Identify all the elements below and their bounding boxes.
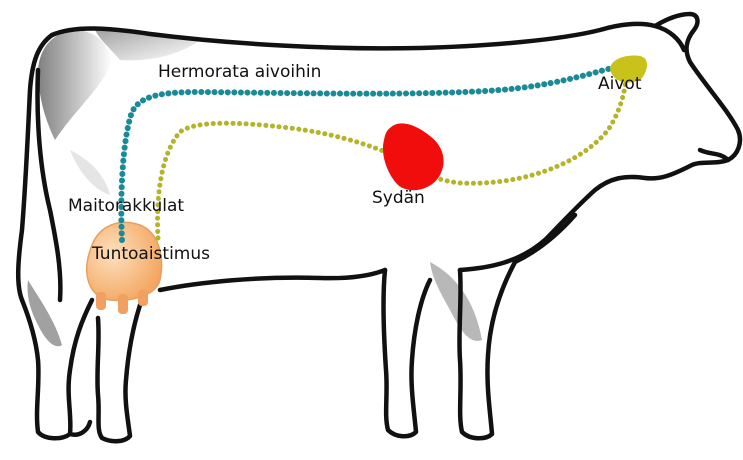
label-nerve-path: Hermorata aivoihin [158, 62, 321, 82]
label-heart: Sydän [372, 188, 425, 208]
label-brain: Aivot [598, 74, 642, 94]
label-touch: Tuntoaistimus [91, 244, 210, 264]
nerve-path-teal [121, 68, 612, 240]
udder-shape [87, 222, 162, 314]
label-alveoli: Maitorakkulat [68, 196, 184, 216]
heart-shape [383, 123, 444, 190]
